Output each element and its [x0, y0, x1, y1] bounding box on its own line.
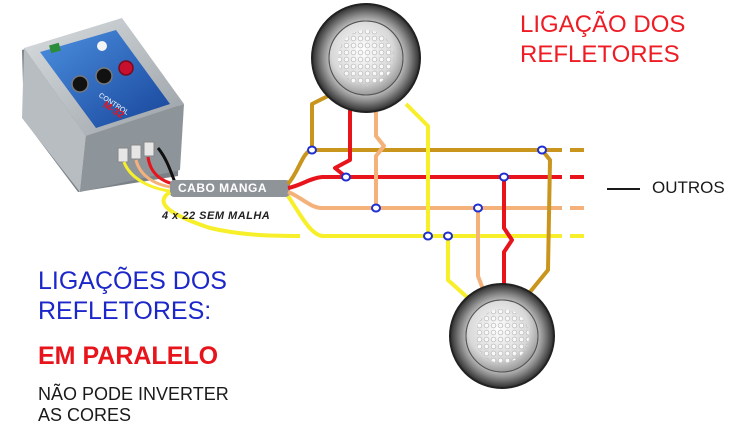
connections-line-2: REFLETORES: [38, 297, 212, 325]
upper-reflector-drops [310, 90, 430, 236]
junction [307, 145, 317, 155]
knob-left [71, 75, 89, 93]
knob-middle [95, 67, 113, 85]
power-switch [49, 42, 61, 54]
reflector-upper [311, 3, 421, 113]
indicator-light [97, 41, 107, 51]
junctions [307, 145, 547, 241]
cabo-manga [170, 180, 290, 197]
lower-reflector-drops [446, 148, 552, 300]
cable-glands [117, 141, 155, 163]
control-box: CONTROL M-32 [22, 18, 184, 192]
warning-text: NÃO PODE INVERTER AS CORES [38, 384, 229, 426]
warning-line-2: AS CORES [38, 405, 132, 425]
junction [443, 231, 453, 241]
title-line-1: LIGAÇÃO DOS [520, 11, 686, 38]
parallel-label: EM PARALELO [38, 342, 219, 370]
outros-label: OUTROS [652, 178, 725, 197]
connections-heading: LIGAÇÕES DOS REFLETORES: [38, 266, 227, 326]
junction [423, 231, 433, 241]
bus-wires [161, 148, 590, 238]
reflector-lower [449, 283, 555, 389]
title-line-2: REFLETORES [520, 41, 680, 68]
junction [371, 203, 381, 213]
junction [473, 203, 483, 213]
warning-line-1: NÃO PODE INVERTER [38, 384, 229, 404]
junction [341, 172, 351, 182]
connections-line-1: LIGAÇÕES DOS [38, 267, 227, 295]
knob-right [118, 60, 134, 76]
diagram-title: LIGAÇÃO DOS REFLETORES [520, 10, 685, 70]
cable-description: 4 x 22 SEM MALHA [162, 210, 271, 222]
junction [537, 145, 547, 155]
junction [499, 172, 509, 182]
cable-label: CABO MANGA [178, 181, 267, 195]
